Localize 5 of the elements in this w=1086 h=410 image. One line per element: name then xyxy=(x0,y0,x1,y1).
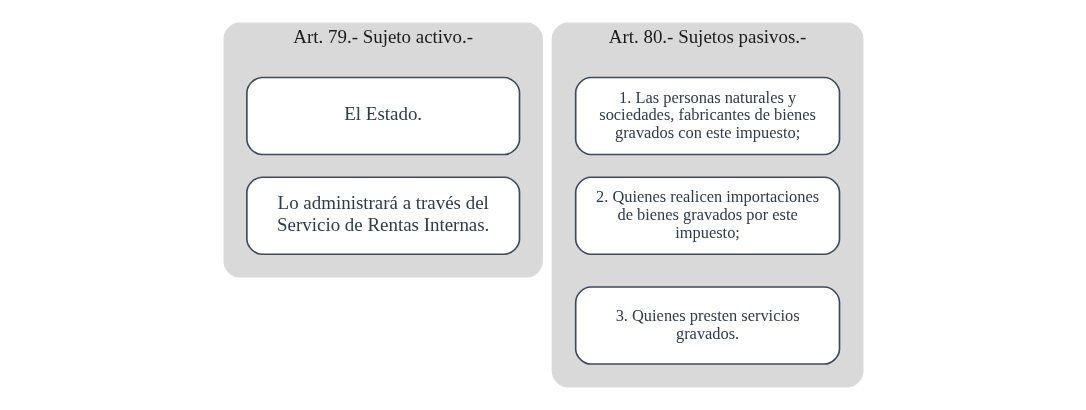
node-box: 1. Las personas naturales y sociedades, fabricantes de bienes gravados con este impuesto; xyxy=(574,76,840,156)
node-box: El Estado. xyxy=(245,76,520,156)
node-box: 2. Quienes realicen importaciones de bienes gravados por este impuesto; xyxy=(574,176,840,256)
node-box: 3. Quienes presten servicios gravados. xyxy=(574,286,840,365)
node-box: Lo administrará a través del Servicio de Rentas Internas. xyxy=(245,176,520,256)
